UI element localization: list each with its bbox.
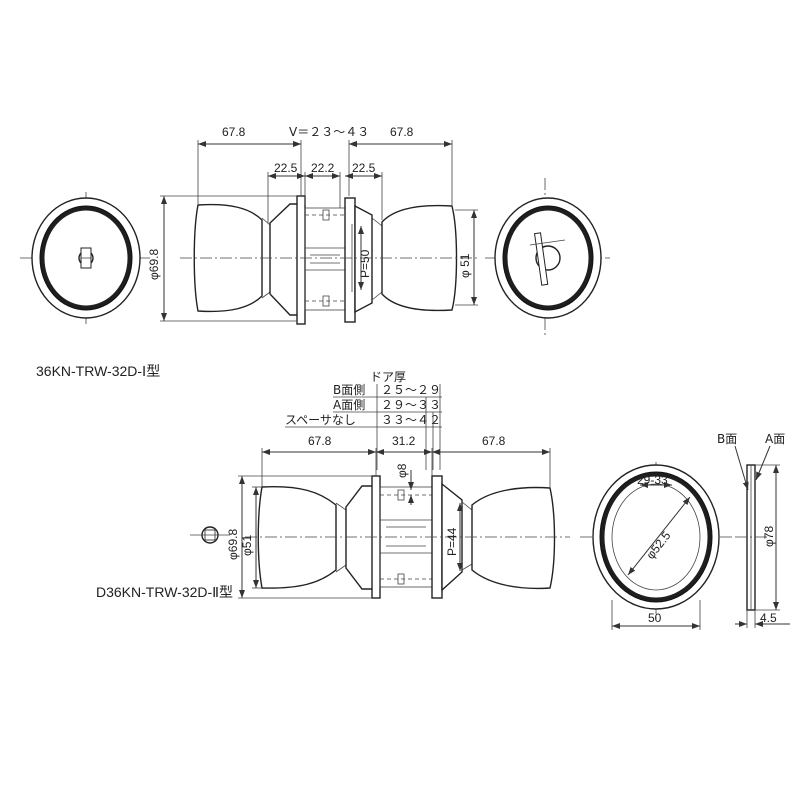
table-row-a-value: ２９～３３ [381,398,441,412]
dim-right-knob: 67.8 [390,125,414,139]
dim-knob-dia: φ 51 [458,253,472,278]
model-label-bottom: D36KN-TRW-32D-Ⅱ型 [96,584,233,600]
table-row-b-label: B面側 [333,383,365,397]
key-cylinder-symbol [190,526,230,544]
dim-pitch: P=50 [358,249,372,278]
bottom-side-view [245,475,570,599]
table-row-none-value: ３３～４２ [381,413,441,427]
dim-knob-dia-b: φ51 [240,535,254,556]
dim-spacer-height: φ78 [762,526,776,547]
dim-center: 31.2 [392,434,416,448]
dim-rose-a: 22.5 [274,161,298,175]
dim-door-range: V＝２３～４３ [289,125,369,139]
top-right-rose-view [485,178,610,338]
dim-rose-b: 22.2 [311,161,335,175]
label-b-face: B面 [717,432,737,446]
table-row-a-label: A面側 [333,398,365,412]
spacer-front-view [580,462,735,630]
top-drawing: 67.8 V＝２３～４３ 67.8 22.5 22.2 22.5 φ69.8 P… [20,125,610,379]
table-row-b-value: ２５～２９ [381,383,441,397]
top-dimensions [160,140,478,322]
model-label-top: 36KN-TRW-32D-Ⅰ型 [36,363,160,379]
dim-slot: 29-33 [637,473,668,487]
top-side-view [180,195,478,325]
dim-left-knob-b: 67.8 [308,434,332,448]
top-left-rose-view [20,192,150,325]
dim-spacer-thickness: 4.5 [760,611,777,625]
dim-rose-dia: φ69.8 [147,249,161,280]
dim-left-knob: 67.8 [222,125,246,139]
dim-spacer-width: 50 [648,611,662,625]
door-thickness-table: ドア厚 B面側 ２５～２９ A面側 ２９～３３ スペーサなし ３３～４２ [285,370,442,470]
bottom-dimensions [238,448,551,599]
dim-pitch-b: P=44 [445,527,459,556]
dim-rose-dia-b: φ69.8 [226,529,240,560]
dim-hole: φ8 [395,463,409,478]
spacer-side-view [734,445,790,628]
dim-right-knob-b: 67.8 [482,434,506,448]
table-row-none-label: スペーサなし [285,413,356,427]
dim-rose-c: 22.5 [352,161,376,175]
table-header: ドア厚 [370,370,406,384]
label-a-face: A面 [765,432,785,446]
bottom-drawing: ドア厚 B面側 ２５～２９ A面側 ２９～３３ スペーサなし ３３～４２ [96,370,790,630]
